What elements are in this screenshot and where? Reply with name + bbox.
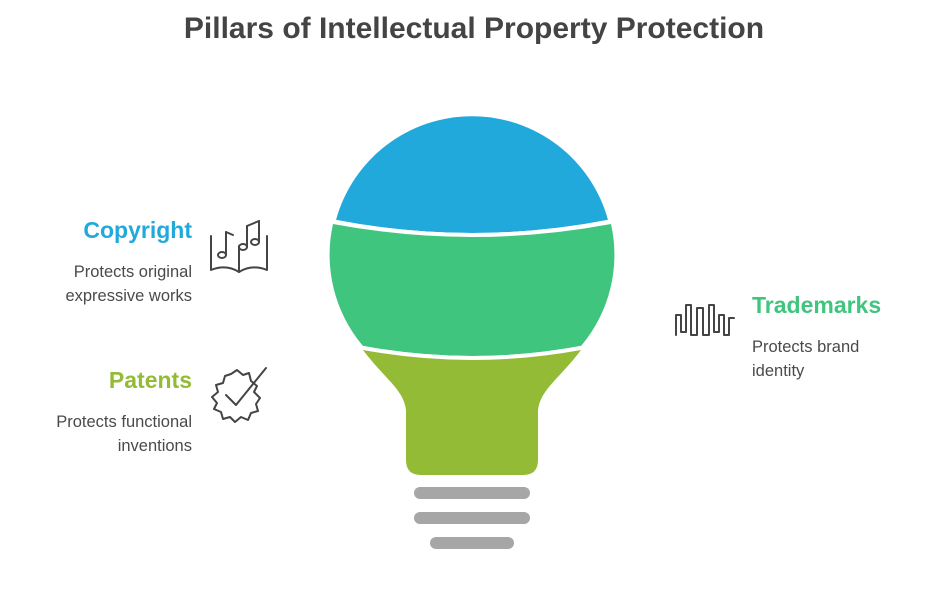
trademarks-description-line-2: identity	[752, 362, 805, 380]
trademarks-description: Protects brand identity	[752, 335, 859, 383]
bulb-base-bar-3	[430, 537, 514, 549]
patents-description-line-1: Protects functional	[56, 413, 192, 431]
bulb-segment-copyright	[336, 116, 608, 233]
bulb-segment-trademarks	[329, 224, 615, 356]
trademarks-description-line-1: Protects brand	[752, 338, 860, 356]
patents-description-line-2: inventions	[117, 437, 192, 455]
bulb-segment-patents	[363, 350, 581, 475]
gear-check-icon	[211, 367, 267, 423]
bulb-base-bar-1	[414, 487, 530, 499]
patents-label: Patents	[108, 367, 192, 393]
patents-description: Protects functional inventions	[56, 410, 192, 458]
barcode-icon	[675, 304, 735, 336]
trademarks-label: Trademarks	[752, 292, 882, 318]
copyright-description-line-1: Protects original	[73, 263, 192, 281]
diagram-title: Pillars of Intellectual Property Protect…	[183, 12, 765, 45]
copyright-description-line-2: expressive works	[65, 287, 192, 305]
bulb-base-bar-2	[414, 512, 530, 524]
music-book-icon	[210, 220, 268, 273]
copyright-description: Protects original expressive works	[65, 260, 192, 308]
copyright-label: Copyright	[83, 217, 192, 243]
